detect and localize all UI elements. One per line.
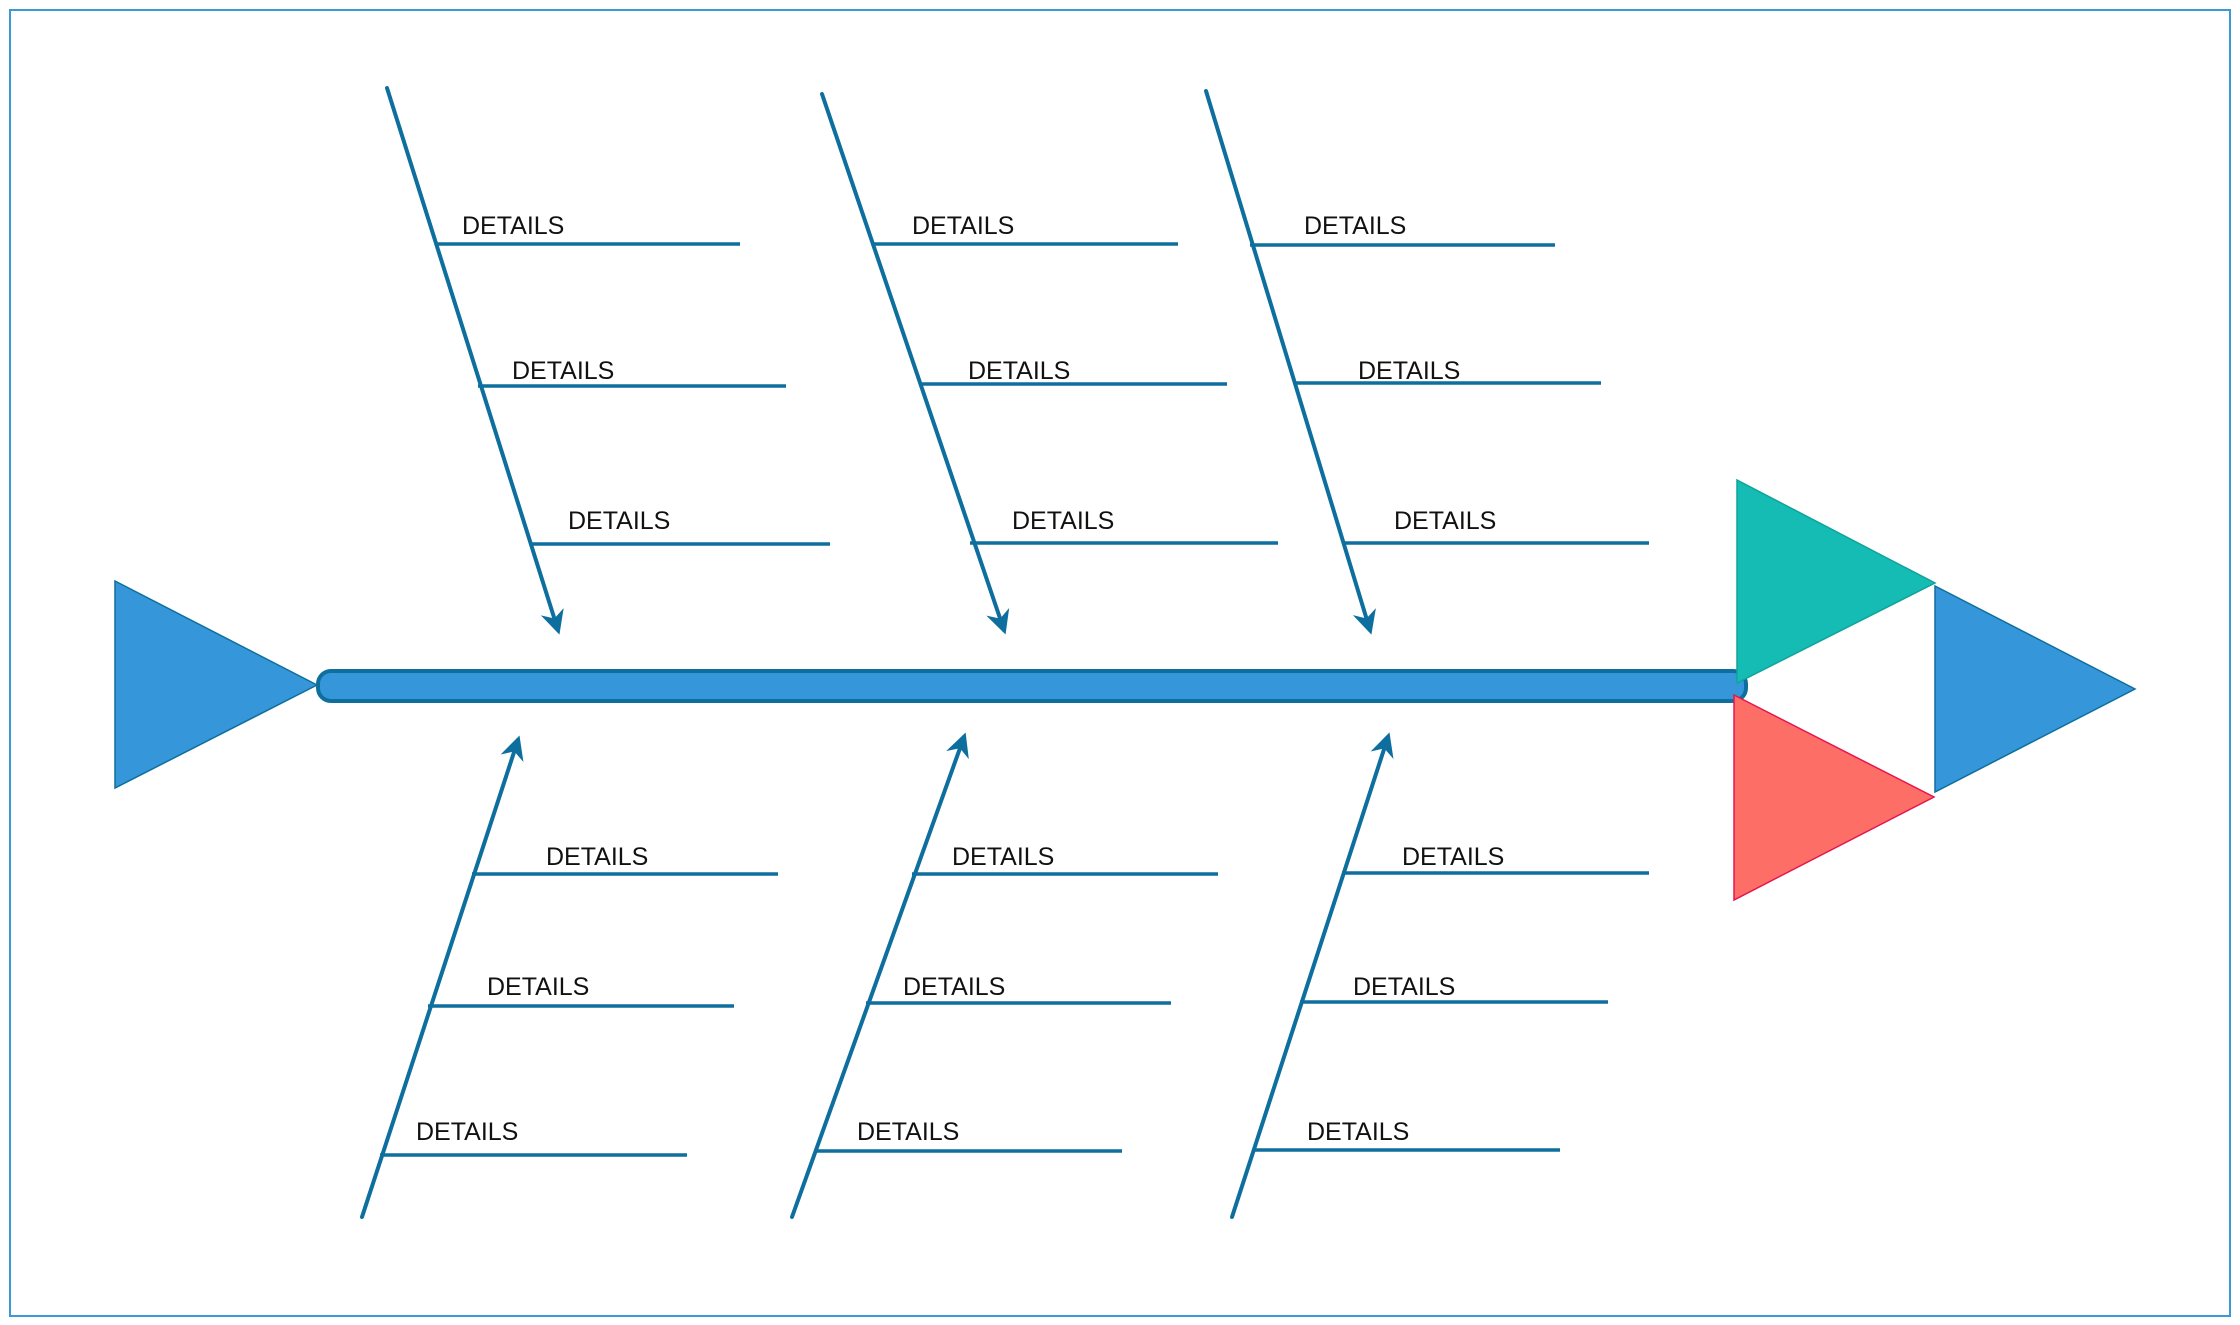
- fish-tail: [114, 579, 319, 790]
- bottom-bone-1-detail-label-1: DETAILS: [546, 843, 648, 871]
- top-bone-1-detail-label-1: DETAILS: [462, 212, 564, 240]
- bottom-bone-3-detail-label-1: DETAILS: [1402, 843, 1504, 871]
- bottom-bone-1: [360, 735, 524, 1219]
- top-bone-3-detail-label-3: DETAILS: [1394, 507, 1496, 535]
- bottom-bone-2-detail-label-1: DETAILS: [952, 843, 1054, 871]
- bottom-bone-1-detail-label-2: DETAILS: [487, 973, 589, 1001]
- fish-head-top-triangle: [1736, 478, 1937, 685]
- top-bone-3: [1204, 89, 1376, 635]
- diagram-frame: [9, 9, 2231, 1317]
- top-bone-1-detail-label-3: DETAILS: [568, 507, 670, 535]
- bottom-bone-3-detail-label-3: DETAILS: [1307, 1118, 1409, 1146]
- fish-head-bottom-triangle: [1733, 693, 1936, 902]
- bottom-bone-1-detail-label-3: DETAILS: [416, 1118, 518, 1146]
- top-bone-2: [820, 92, 1010, 635]
- top-bone-1: [385, 86, 564, 635]
- bottom-bone-2-detail-label-3: DETAILS: [857, 1118, 959, 1146]
- top-bone-2-detail-label-3: DETAILS: [1012, 507, 1114, 535]
- top-bone-2-detail-label-1: DETAILS: [912, 212, 1014, 240]
- top-bone-3-detail-label-1: DETAILS: [1304, 212, 1406, 240]
- fish-spine: [316, 669, 1748, 703]
- fish-head-front-triangle: [1934, 584, 2137, 794]
- bottom-bone-2-detail-label-2: DETAILS: [903, 973, 1005, 1001]
- bottom-bone-3: [1230, 732, 1394, 1219]
- bottom-bone-2: [790, 732, 969, 1219]
- top-bone-2-detail-label-2: DETAILS: [968, 357, 1070, 385]
- top-bone-3-detail-label-2: DETAILS: [1358, 357, 1460, 385]
- top-bone-1-detail-label-2: DETAILS: [512, 357, 614, 385]
- bottom-bone-3-detail-label-2: DETAILS: [1353, 973, 1455, 1001]
